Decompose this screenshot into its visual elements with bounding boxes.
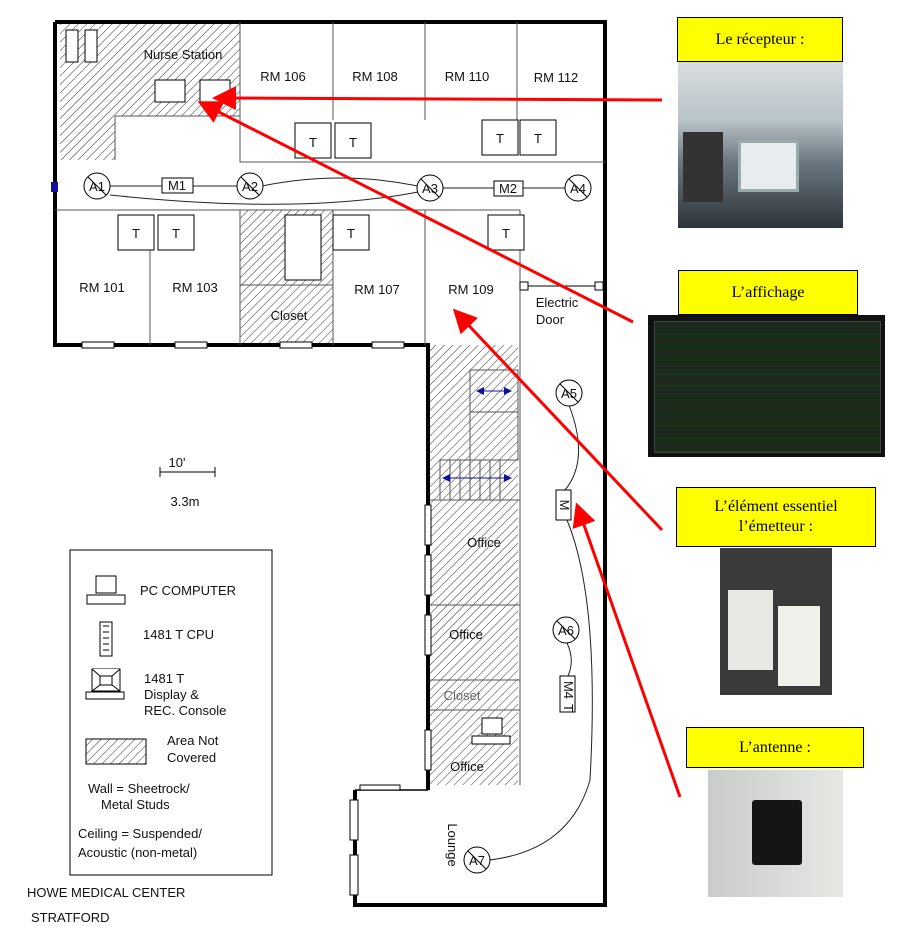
legend-ceiling: Acoustic (non-metal) (78, 845, 197, 860)
room-108: RM 108 (352, 69, 398, 84)
display-monitor-photo (648, 315, 885, 457)
room-office: Office (467, 535, 501, 550)
arrow-display (197, 101, 634, 324)
antenna-a6: A6 (552, 616, 580, 644)
hatch-swatch (85, 738, 147, 765)
svg-text:A6: A6 (558, 623, 574, 638)
callout-transmitter-line1: L’élément essentiel (714, 498, 838, 515)
svg-text:A4: A4 (570, 181, 586, 196)
legend-display: Display & (144, 687, 199, 702)
arrow-antenna (572, 502, 682, 798)
stair-arrows (442, 387, 512, 482)
plan-subtitle: STRATFORD (31, 910, 109, 925)
cpu-icon (99, 621, 113, 657)
callout-transmitter-line2: l’émetteur : (738, 518, 814, 535)
scale-bar (159, 467, 216, 477)
room-101: RM 101 (79, 280, 125, 295)
svg-text:A1: A1 (89, 179, 105, 194)
receiver-photo (678, 62, 843, 228)
antenna-photo (708, 770, 843, 897)
t-label: T (496, 131, 504, 146)
callout-receiver: Le récepteur : (677, 17, 843, 62)
room-lounge: Lounge (445, 823, 460, 866)
room-106: RM 106 (260, 69, 306, 84)
t-label: T (132, 226, 140, 241)
antenna-a2: A2 (236, 172, 264, 200)
t-label: T (172, 226, 180, 241)
legend-wall: Wall = Sheetrock/ (88, 781, 190, 796)
antenna-a3: A3 (416, 174, 444, 202)
room-closet-2: Closet (444, 688, 481, 703)
antenna-a7: A7 (463, 846, 491, 874)
module-m1: M1 (168, 178, 186, 193)
module-m: M (557, 500, 572, 511)
module-m2: M2 (499, 181, 517, 196)
t-label: T (502, 226, 510, 241)
antenna-a4: A4 (564, 174, 592, 202)
electric-door-label: Door (536, 312, 565, 327)
legend-display: 1481 T (144, 671, 184, 686)
antenna-a5: A5 (555, 379, 583, 407)
room-112: RM 112 (534, 70, 579, 85)
callout-display: L’affichage (678, 270, 858, 315)
room-office: Office (450, 759, 484, 774)
svg-text:A2: A2 (242, 179, 258, 194)
antennas: A1 A2 A3 A4 A5 A6 A7 (83, 172, 592, 874)
transmitter-photo (720, 548, 832, 695)
legend-ceiling: Ceiling = Suspended/ (78, 826, 202, 841)
legend-display: REC. Console (144, 703, 226, 718)
room-closet: Closet (271, 308, 308, 323)
room-110: RM 110 (445, 69, 490, 84)
uncovered-areas (60, 24, 518, 785)
callout-antenna: L’antenne : (686, 727, 864, 768)
electric-door-label: Electric (536, 295, 579, 310)
display-console-icon (85, 668, 125, 700)
room-103: RM 103 (172, 280, 218, 295)
room-nurse-station: Nurse Station (144, 47, 223, 62)
legend-pc: PC COMPUTER (140, 583, 236, 598)
arrow-transmitter (452, 308, 664, 532)
pc-computer-icon (86, 575, 126, 605)
t-label: T (349, 135, 357, 150)
legend: PC COMPUTER 1481 T CPU 1481 T Display & … (69, 549, 273, 876)
arrow-receiver (212, 86, 663, 111)
modules: M1 M2 M M4T (161, 177, 576, 713)
legend-wall: Metal Studs (101, 797, 170, 812)
room-107: RM 107 (354, 282, 400, 297)
door-marker (51, 182, 58, 192)
legend-area: Covered (167, 750, 216, 765)
room-office: Office (449, 627, 483, 642)
legend-cpu: 1481 T CPU (143, 627, 214, 642)
t-label: T (309, 135, 317, 150)
svg-text:A3: A3 (422, 181, 438, 196)
room-109: RM 109 (448, 282, 494, 297)
plan-title: HOWE MEDICAL CENTER (27, 885, 185, 900)
module-m4-t: T (561, 704, 576, 712)
legend-area: Area Not (167, 733, 219, 748)
module-m4: M4 (561, 681, 576, 699)
pc-computer-icon (471, 717, 511, 745)
antenna-cabling (109, 177, 593, 861)
telemetry-units (117, 119, 557, 281)
svg-text:A5: A5 (561, 386, 577, 401)
t-label: T (534, 131, 542, 146)
callout-arrows (197, 86, 682, 798)
svg-text:A7: A7 (469, 853, 485, 868)
cpu-icon (65, 29, 98, 63)
scale-feet: 10' (169, 455, 186, 470)
antenna-a1: A1 (83, 172, 111, 200)
callout-transmitter: L’élément essentiel l’émetteur : (676, 487, 876, 547)
t-label: T (347, 226, 355, 241)
scale-meters: 3.3m (171, 494, 200, 509)
